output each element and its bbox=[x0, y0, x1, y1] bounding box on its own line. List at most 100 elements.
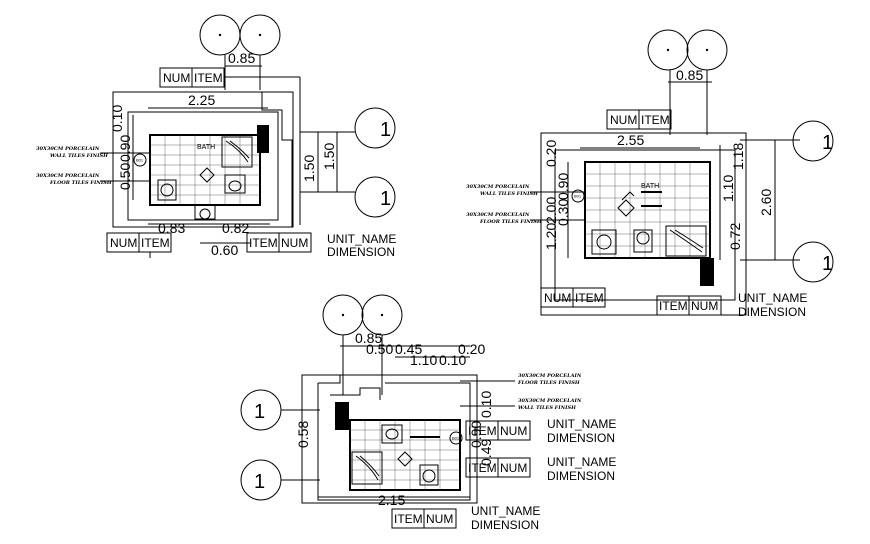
tag-item-text: ITEM bbox=[249, 236, 278, 250]
note-wall-tiles: WALL TILES FINISH bbox=[50, 153, 108, 159]
plan-top-right: 0.85 NUM ITEM 2.55 BATH B01 bbox=[466, 29, 834, 319]
dim-260: 2.60 bbox=[758, 189, 774, 216]
bath-label: BATH bbox=[197, 144, 215, 151]
dim-150: 1.50 bbox=[301, 155, 317, 182]
note-floor-tiles: FLOOR TILES FINISH bbox=[49, 180, 112, 186]
tag-item-text: ITEM bbox=[194, 71, 223, 85]
tag-item-text: ITEM bbox=[575, 291, 604, 305]
note-wall-tiles: 30X30CM PORCELAIN bbox=[518, 398, 582, 404]
dim-090: 0.90 bbox=[468, 421, 484, 448]
wc bbox=[224, 174, 246, 194]
tag-num-text: NUM bbox=[110, 236, 137, 250]
note-floor-tiles: 30X30CM PORCELAIN bbox=[466, 212, 530, 218]
grid-bubble bbox=[647, 29, 689, 71]
grid-label: 1 bbox=[254, 401, 265, 423]
dim-110: 1.10 bbox=[720, 175, 736, 202]
room-code: B01 bbox=[574, 194, 582, 199]
unit-dimension: DIMENSION bbox=[547, 431, 615, 445]
plan-bottom: 0.85 0.50 0.45 1.10 0.10 0.20 B01 0 bbox=[240, 294, 616, 532]
dim-020: 0.20 bbox=[543, 140, 559, 167]
tag-item-text: ITEM bbox=[468, 461, 497, 475]
tag-num-text: NUM bbox=[544, 291, 571, 305]
note-wall-tiles: 30X30CM PORCELAIN bbox=[36, 146, 100, 152]
tag-num-text: NUM bbox=[163, 71, 190, 85]
shower bbox=[221, 136, 253, 168]
grid-bubble bbox=[354, 176, 396, 218]
unit-dimension: DIMENSION bbox=[738, 305, 806, 319]
floor-drain bbox=[199, 167, 215, 183]
note-wall-tiles: WALL TILES FINISH bbox=[480, 191, 538, 197]
wc bbox=[633, 229, 653, 253]
dim-150: 1.50 bbox=[321, 143, 337, 170]
note-floor-tiles: 30X30CM PORCELAIN bbox=[36, 173, 100, 179]
tag-num-text: NUM bbox=[610, 113, 637, 127]
tag-num-text: NUM bbox=[426, 512, 453, 526]
dim-060: 0.60 bbox=[211, 242, 238, 258]
plan-top-left: 0.85 NUM ITEM 2.25 bbox=[36, 14, 396, 259]
dim-010: 0.10 bbox=[439, 352, 466, 368]
dim-120: 1.20 bbox=[543, 223, 559, 250]
bath-label: BATH bbox=[641, 183, 659, 190]
dim-045: 0.45 bbox=[395, 341, 422, 357]
wc bbox=[381, 424, 403, 444]
dim-030: 0.30 bbox=[555, 199, 571, 226]
tile-grid bbox=[350, 420, 460, 490]
column bbox=[335, 402, 349, 430]
dim-083: 0.83 bbox=[158, 220, 185, 236]
unit-name: UNIT_NAME bbox=[471, 504, 540, 518]
grid-bubble bbox=[792, 120, 834, 162]
shower bbox=[665, 225, 707, 257]
dim-010: 0.10 bbox=[478, 391, 494, 418]
tag-num-text: NUM bbox=[500, 424, 527, 438]
note-wall-tiles: WALL TILES FINISH bbox=[518, 405, 576, 411]
tile-grid bbox=[585, 162, 710, 258]
grid-label: 1 bbox=[254, 471, 265, 493]
dim-010: 0.10 bbox=[109, 105, 125, 132]
tag-item-text: ITEM bbox=[394, 512, 423, 526]
grid-label: 1 bbox=[822, 253, 833, 275]
unit-name: UNIT_NAME bbox=[327, 232, 396, 246]
basin bbox=[157, 179, 177, 201]
dim-118: 1.18 bbox=[730, 143, 746, 170]
unit-dimension: DIMENSION bbox=[327, 245, 395, 259]
unit-name: UNIT_NAME bbox=[547, 417, 616, 431]
dim-090: 0.90 bbox=[555, 173, 571, 200]
dim-215: 2.15 bbox=[378, 492, 405, 508]
note-floor-tiles: FLOOR TILES FINISH bbox=[517, 380, 580, 386]
room-code: B01 bbox=[452, 436, 460, 441]
grid-label: 1 bbox=[380, 188, 391, 210]
dim-225: 2.25 bbox=[188, 92, 215, 108]
tag-num-text: NUM bbox=[691, 299, 718, 313]
dim-200: 2.00 bbox=[543, 197, 559, 224]
grid-label: 1 bbox=[822, 132, 833, 154]
room-tag bbox=[133, 153, 147, 167]
basin bbox=[419, 464, 439, 486]
note-floor-tiles: 30X30CM PORCELAIN bbox=[518, 373, 582, 379]
grid-label: 1 bbox=[380, 119, 391, 141]
unit-name: UNIT_NAME bbox=[547, 455, 616, 469]
dim-049: 0.49 bbox=[478, 439, 494, 466]
dim-085: 0.85 bbox=[676, 67, 703, 83]
column bbox=[257, 125, 269, 153]
tag-num-text: NUM bbox=[281, 236, 308, 250]
unit-name: UNIT_NAME bbox=[738, 291, 807, 305]
basin bbox=[591, 229, 617, 255]
dim-072: 0.72 bbox=[727, 223, 743, 250]
dim-090: 0.90 bbox=[117, 135, 133, 162]
dim-050: 0.50 bbox=[366, 341, 393, 357]
unit-dimension: DIMENSION bbox=[547, 469, 615, 483]
dim-085: 0.85 bbox=[355, 330, 382, 346]
tag-item-text: ITEM bbox=[141, 236, 170, 250]
unit-dimension: DIMENSION bbox=[471, 518, 539, 532]
dim-050: 0.50 bbox=[117, 163, 133, 190]
note-floor-tiles: FLOOR TILES FINISH bbox=[479, 219, 542, 225]
grid-bubble bbox=[792, 241, 834, 283]
dim-082: 0.82 bbox=[222, 220, 249, 236]
dim-058: 0.58 bbox=[295, 421, 311, 448]
room-code: B01 bbox=[136, 158, 144, 163]
shower bbox=[351, 451, 383, 485]
dim-085: 0.85 bbox=[228, 50, 255, 66]
tag-item-text: ITEM bbox=[659, 299, 688, 313]
